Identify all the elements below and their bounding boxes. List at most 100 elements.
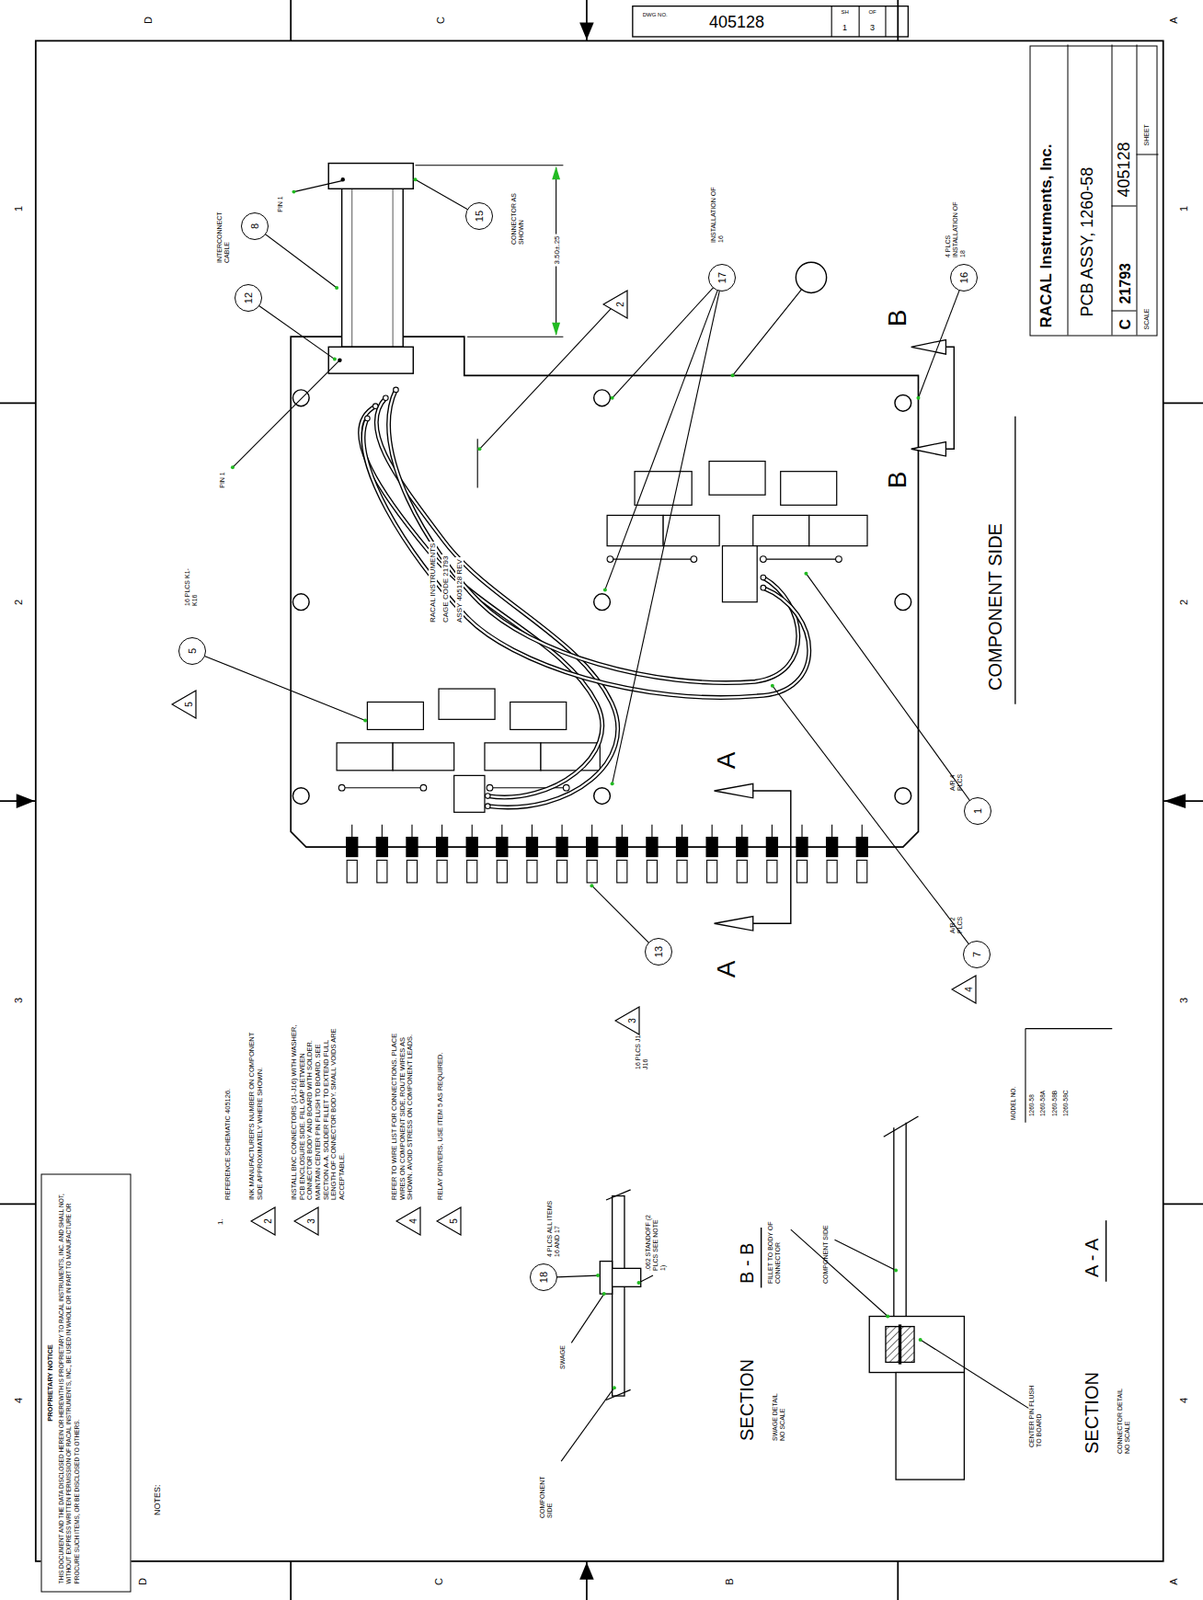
- callout-text: COMPONENT SIDE: [538, 1467, 554, 1519]
- mounting-hole: [894, 788, 912, 805]
- bnc-connector-nut: [825, 836, 838, 858]
- title-block: RACAL Instruments, Inc.PCB ASSY, 1260-58…: [1030, 45, 1158, 337]
- callout-balloon: 15: [465, 202, 493, 230]
- zone-number: 1: [1178, 206, 1191, 212]
- leader-end: [595, 1273, 600, 1278]
- flag-number: 5: [184, 689, 195, 720]
- relay: [454, 775, 485, 813]
- leader-end: [612, 1386, 617, 1390]
- bnc-connector-nut: [856, 836, 869, 858]
- pcb-pad: [561, 824, 563, 837]
- bnc-connector-body: [617, 859, 628, 883]
- pcb-pad: [621, 824, 623, 837]
- callout-text: A/R 4 PLCS: [949, 757, 964, 791]
- bnc-connector-body: [377, 859, 388, 883]
- lead-pad: [338, 784, 345, 791]
- component-lead: [763, 559, 839, 561]
- pcb-pad: [711, 824, 713, 837]
- callout-number: 13: [653, 946, 665, 958]
- relay: [809, 515, 868, 546]
- table-cell: 1260-58B: [1051, 1090, 1058, 1117]
- pcb-pad: [381, 824, 383, 837]
- pcb-pad: [531, 824, 533, 837]
- bnc-connector-body: [826, 859, 837, 883]
- bnc-connector-nut: [735, 836, 748, 858]
- ribbon-connector: [328, 346, 413, 374]
- leader-line: [254, 226, 337, 288]
- note-flag: 4: [395, 1206, 422, 1237]
- section-title: B - B: [736, 1243, 758, 1284]
- callout-number: 7: [971, 951, 983, 958]
- bnc-connector-body: [467, 859, 478, 883]
- wire-end: [383, 395, 390, 401]
- flag-number: 4: [409, 1206, 419, 1237]
- leader-line: [612, 277, 723, 399]
- note-text: INSTALL BNC CONNECTORS (J1-J16) WITH WAS…: [290, 1016, 346, 1201]
- title-field: SH: [840, 9, 848, 16]
- mounting-hole: [894, 394, 912, 412]
- callout-number: 16: [958, 272, 970, 284]
- title-field: SHEET: [1143, 124, 1151, 146]
- blank-balloon: [795, 262, 826, 293]
- bnc-connector-nut: [405, 836, 418, 858]
- bnc-connector-body: [527, 859, 538, 883]
- flag-number: 2: [616, 289, 626, 320]
- callout-text: CONNECTOR AS SHOWN: [510, 187, 526, 245]
- box-divider: [831, 6, 833, 37]
- relay: [510, 701, 567, 730]
- connector-body: [895, 1373, 964, 1481]
- leader-end: [292, 190, 297, 195]
- drawing-title: PCB ASSY, 1260-58: [1078, 167, 1098, 318]
- bnc-connector-body: [767, 859, 778, 883]
- board-edge: [893, 1127, 894, 1317]
- lead-pad: [420, 784, 427, 791]
- bnc-connector-nut: [616, 836, 629, 858]
- pcb-pad: [441, 824, 443, 837]
- note-text: INK MANUFACTURER'S NUMBER ON COMPONENT S…: [248, 1016, 264, 1201]
- leader-end: [916, 396, 920, 401]
- callout-number: 1: [972, 808, 984, 814]
- bnc-connector-nut: [766, 836, 779, 858]
- lead-pad: [607, 556, 614, 563]
- title-underline: [1105, 1220, 1107, 1283]
- section-title: SECTION: [1081, 1372, 1103, 1455]
- flag-outline: [951, 975, 976, 1004]
- pin-label: PIN 1: [218, 471, 227, 489]
- title-field: C: [1117, 319, 1135, 331]
- title-rule: [1136, 45, 1138, 336]
- dimension-arrow: [551, 166, 561, 180]
- mounting-hole: [594, 594, 611, 611]
- leader-line: [561, 1387, 615, 1462]
- leader-end: [918, 1338, 923, 1342]
- pcb-pad: [771, 824, 773, 837]
- leader-line: [733, 288, 802, 376]
- pcb-pad: [861, 824, 863, 837]
- board-edge: [905, 1122, 906, 1318]
- wire-end: [485, 803, 492, 810]
- flag-outline: [294, 1207, 319, 1236]
- dimension-arrow: [551, 322, 561, 336]
- bnc-connector-body: [857, 859, 868, 883]
- bnc-connector-nut: [435, 836, 448, 858]
- mounting-hole: [594, 389, 611, 407]
- pcb-pad: [411, 824, 413, 837]
- title-field: SCALE: [1143, 309, 1151, 331]
- callout-balloon: 17: [708, 263, 736, 292]
- flag-number: 4: [964, 974, 974, 1005]
- leader-end: [230, 465, 235, 470]
- bnc-connector-body: [557, 859, 568, 883]
- title-value: 3: [870, 22, 875, 33]
- bnc-connector-nut: [555, 836, 568, 858]
- lead-pad: [690, 556, 698, 563]
- flag-outline: [615, 1007, 640, 1035]
- wire-core: [389, 389, 799, 684]
- mounting-hole: [292, 389, 310, 407]
- title-rule: [1111, 206, 1137, 207]
- callout-text: A/R 2 PLCS: [949, 900, 964, 934]
- drawing-number: 405128: [709, 12, 765, 33]
- section-arrow: [714, 783, 754, 799]
- section-title: A - A: [1081, 1238, 1103, 1278]
- relay: [366, 701, 424, 730]
